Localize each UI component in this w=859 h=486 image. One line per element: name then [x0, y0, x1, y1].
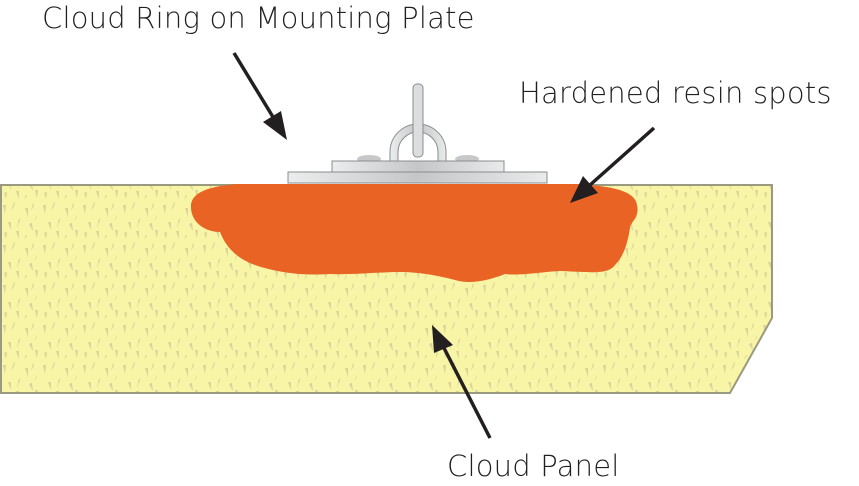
resin-spots [190, 184, 638, 283]
label-resin-spots: Hardened resin spots [519, 76, 832, 110]
mounting-plate [287, 83, 548, 184]
arrow-ring [232, 52, 287, 140]
label-cloud-ring: Cloud Ring on Mounting Plate [42, 1, 475, 35]
label-cloud-panel: Cloud Panel [447, 449, 620, 483]
arrow-resin [570, 126, 656, 203]
arrow-panel [432, 325, 492, 439]
